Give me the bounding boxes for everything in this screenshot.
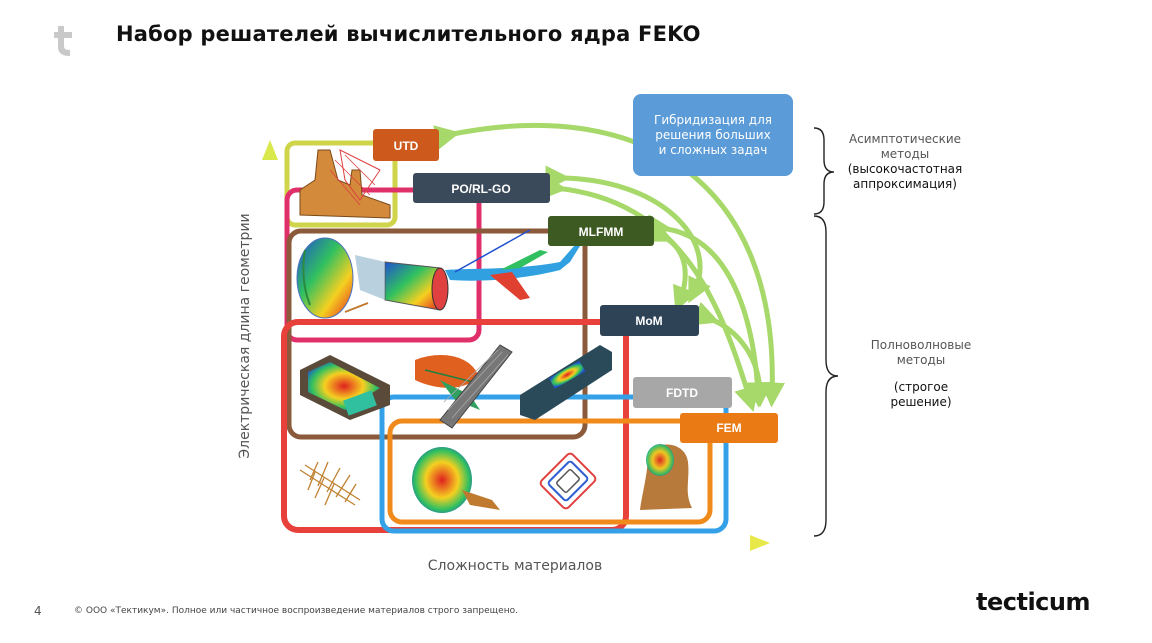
utd-region <box>284 140 398 228</box>
svg-text:MoM: MoM <box>635 314 662 328</box>
hybrid-text-line: решения больших <box>655 127 771 142</box>
po-rl-go-label: PO/RL-GO <box>413 173 550 203</box>
hybrid-text-line: и сложных задач <box>658 142 768 157</box>
hybrid-text-line: Гибридизация для <box>654 112 772 127</box>
x-axis-label: Сложность материалов <box>427 558 603 574</box>
group-note: (высокочастотная <box>847 162 963 176</box>
svg-text:FEM: FEM <box>716 421 741 435</box>
horn-antenna-icon <box>355 255 449 311</box>
fullwave-methods-label: Полноволновые методы (строгое решение) <box>862 338 980 410</box>
building-model-icon <box>299 149 391 219</box>
hybridization-box: Гибридизация для решения больших и сложн… <box>633 94 793 176</box>
group-title: Асимптотические <box>848 132 962 146</box>
wing-plate-icon <box>520 345 612 420</box>
svg-text:UTD: UTD <box>394 139 419 153</box>
group-title: методы <box>896 353 946 367</box>
mlfmm-label: MLFMM <box>548 216 654 246</box>
utd-label: UTD <box>373 129 439 161</box>
svg-text:FDTD: FDTD <box>666 386 698 400</box>
fullwave-brace <box>813 215 839 537</box>
x-axis <box>268 535 770 551</box>
fdtd-label: FDTD <box>633 377 732 408</box>
page-number: 4 <box>34 604 42 618</box>
aircraft-icon <box>445 229 580 300</box>
fem-label: FEM <box>680 413 778 443</box>
y-axis <box>262 140 278 545</box>
asymptotic-methods-label: Асимптотические методы (высокочастотная … <box>846 132 964 192</box>
tecticum-t-logo-icon <box>54 26 72 56</box>
group-title: Полноволновые <box>870 338 972 352</box>
svg-text:MLFMM: MLFMM <box>579 225 624 239</box>
asymptotic-brace <box>813 127 835 215</box>
group-note: решение) <box>890 395 952 409</box>
group-note: аппроксимация) <box>853 177 957 191</box>
log-periodic-antenna-icon <box>299 461 361 506</box>
page-title: Набор решателей вычислительного ядра FEK… <box>116 22 701 46</box>
reflector-antenna-icon <box>296 237 369 319</box>
circuit-board-icon <box>300 355 390 420</box>
group-note: (строгое <box>893 380 949 394</box>
mom-label: MoM <box>600 305 699 336</box>
copyright-text: © ООО «Тектикум». Полное или частичное в… <box>74 606 518 616</box>
brand-logo: tecticum <box>976 588 1091 616</box>
fem-region <box>387 418 713 525</box>
svg-text:PO/RL-GO: PO/RL-GO <box>451 182 510 196</box>
antenna-array-icon <box>439 344 513 429</box>
group-title: методы <box>880 147 930 161</box>
rfid-coil-icon <box>539 452 597 510</box>
human-head-icon <box>640 444 692 510</box>
radiation-sphere-icon <box>412 447 500 513</box>
y-axis-label: Электрическая длина геометрии <box>237 213 253 459</box>
